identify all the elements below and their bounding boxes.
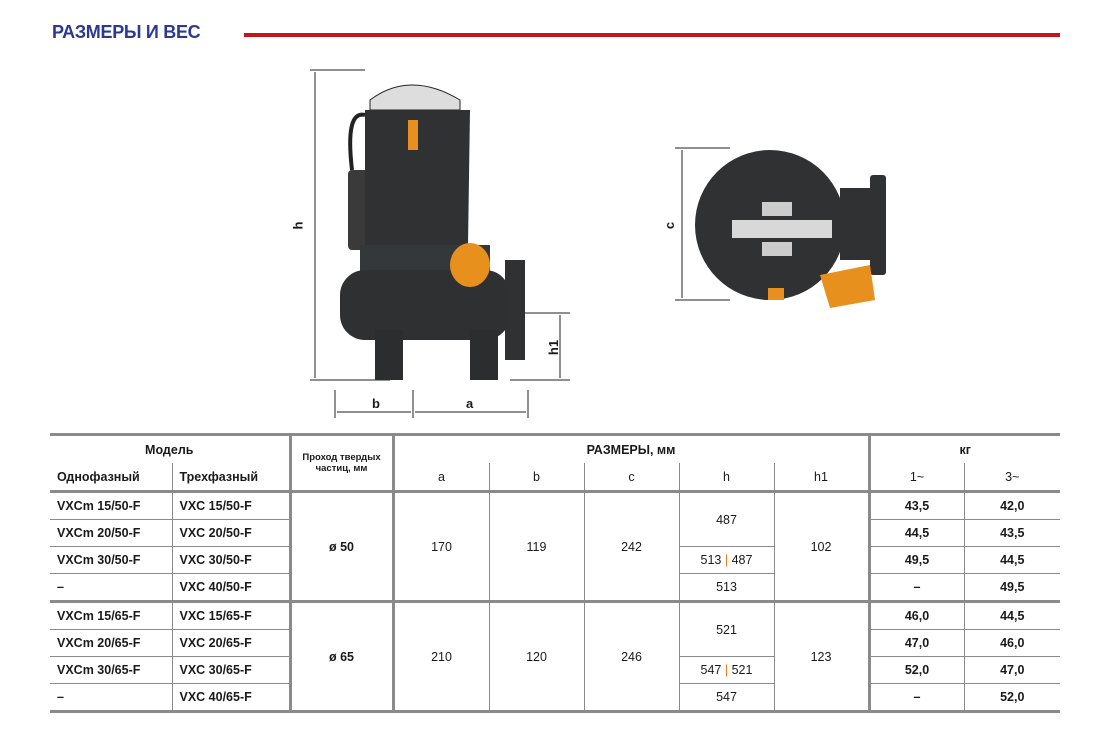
three-phase-model: VXC 15/50-F [171,490,291,520]
header-weight-3ph: 3~ [963,463,1060,492]
single-phase-model: VXCm 20/65-F [50,629,173,657]
dimensions-weight-table: Модель Проход твердых частиц, мм РАЗМЕРЫ… [50,433,1060,713]
table-row: VXCm 30/50-F VXC 30/50-F 513 | 487 49,5 … [50,546,1060,574]
header-col-c: c [583,463,680,492]
weight-1ph: 46,0 [867,600,965,630]
dim-h1: 123 [773,600,870,712]
weight-3ph: 52,0 [963,683,1060,712]
weight-3ph: 49,5 [963,573,1060,602]
single-phase-model: VXCm 20/50-F [50,519,173,547]
weight-1ph: 44,5 [867,519,965,547]
weight-3ph: 46,0 [963,629,1060,657]
solids-passage: ø 65 [288,600,394,712]
three-phase-model: VXC 30/65-F [171,656,291,684]
dim-b: 119 [488,490,585,602]
dim-h1: 102 [773,490,870,602]
table-row: VXCm 15/50-F VXC 15/50-F ø 50 170 119 24… [50,490,1060,602]
table-row: VXCm 15/65-F VXC 15/65-F ø 65 210 120 24… [50,600,1060,712]
solids-passage: ø 50 [288,490,394,602]
pump-top-view-drawing [675,147,886,308]
dim-label-a: a [466,396,474,411]
dim-h: 521 [678,600,775,657]
header-weight-1ph: 1~ [867,463,965,492]
page-title: РАЗМЕРЫ И ВЕС [52,22,201,42]
dim-label-h: h [290,221,306,230]
single-phase-model: – [50,573,173,602]
table-row: VXCm 20/65-F VXC 20/65-F 47,0 46,0 [50,629,1060,657]
three-phase-model: VXC 40/65-F [171,683,291,712]
dim-a: 170 [391,490,490,602]
weight-1ph: 49,5 [867,546,965,574]
header-single-phase: Однофазный [50,463,172,492]
three-phase-model: VXC 30/50-F [171,546,291,574]
dim-h: 547 [678,683,775,712]
dim-label-h1: h1 [546,339,562,356]
header-col-a: a [391,463,490,492]
separator: | [724,663,729,677]
separator: | [724,553,729,567]
weight-3ph: 44,5 [963,600,1060,630]
header-col-h: h [678,463,775,492]
dim-h: 487 [678,490,775,547]
dim-h-value-2: 487 [731,553,753,567]
three-phase-model: VXC 40/50-F [171,573,291,602]
weight-1ph: 52,0 [867,656,965,684]
single-phase-model: VXCm 15/50-F [50,490,173,520]
header-col-h1: h1 [773,463,870,492]
header-weight: кг [867,433,1060,463]
dim-h-value-1: 513 [700,553,722,567]
header-three-phase: Трехфазный [171,463,291,492]
weight-3ph: 44,5 [963,546,1060,574]
dim-h-value-2: 521 [731,663,753,677]
title-rule [244,33,1060,37]
weight-1ph: 47,0 [867,629,965,657]
dim-b: 120 [488,600,585,712]
dim-h: 513 [678,573,775,602]
dim-label-b: b [372,396,380,411]
weight-1ph: – [867,573,965,602]
table-row: VXCm 20/50-F VXC 20/50-F 44,5 43,5 [50,519,1060,547]
single-phase-model: VXCm 30/50-F [50,546,173,574]
single-phase-model: – [50,683,173,712]
dim-h-value-1: 547 [700,663,722,677]
weight-3ph: 42,0 [963,490,1060,520]
weight-3ph: 43,5 [963,519,1060,547]
weight-1ph: 43,5 [867,490,965,520]
single-phase-model: VXCm 15/65-F [50,600,173,630]
pump-side-view-drawing [310,69,570,418]
dim-c: 246 [583,600,680,712]
table-row: VXCm 30/65-F VXC 30/65-F 547 | 521 52,0 … [50,656,1060,684]
dim-h: 513 | 487 [678,546,775,574]
dim-label-c: c [662,221,678,230]
dim-c: 242 [583,490,680,602]
weight-3ph: 47,0 [963,656,1060,684]
header-col-b: b [488,463,585,492]
three-phase-model: VXC 20/50-F [171,519,291,547]
weight-1ph: – [867,683,965,712]
header-solids: Проход твердых частиц, мм [288,433,394,492]
header-model: Модель [50,433,291,463]
dim-h: 547 | 521 [678,656,775,684]
dim-a: 210 [391,600,490,712]
three-phase-model: VXC 20/65-F [171,629,291,657]
header-dimensions: РАЗМЕРЫ, мм [391,433,870,463]
single-phase-model: VXCm 30/65-F [50,656,173,684]
table-row: – VXC 40/50-F 513 – 49,5 [50,573,1060,602]
three-phase-model: VXC 15/65-F [171,600,291,630]
